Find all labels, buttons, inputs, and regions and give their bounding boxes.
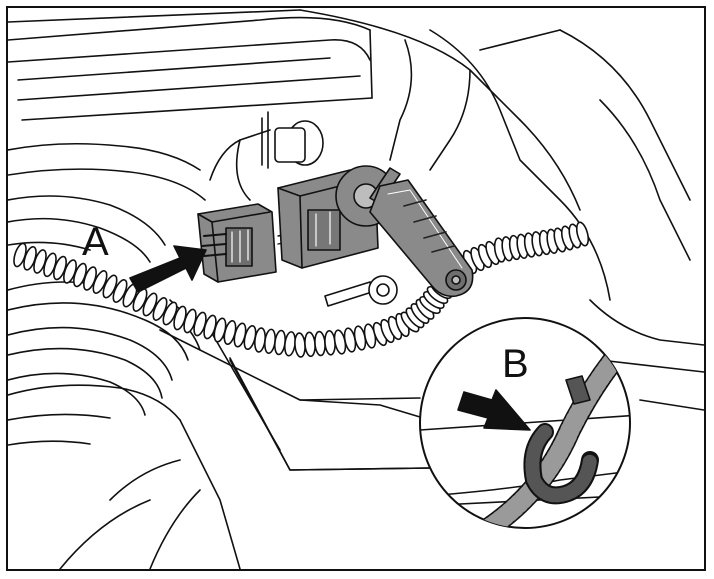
- harness-ring: [152, 297, 168, 321]
- harness-ring: [294, 332, 306, 358]
- harness-ring: [92, 270, 108, 294]
- harness-ring: [304, 331, 316, 358]
- ride-height-sensor: [277, 165, 474, 298]
- diagram-frame: [6, 6, 706, 571]
- callout-label-b: B: [502, 342, 529, 386]
- chassis-background: [8, 9, 704, 569]
- harness-ring: [112, 279, 128, 303]
- harness-ring: [142, 292, 158, 317]
- callout-label-a: A: [82, 220, 109, 264]
- harness-ring: [575, 221, 590, 247]
- mounting-bolt: [261, 111, 324, 169]
- detail-view-b: [419, 317, 631, 529]
- electrical-connector: [197, 203, 277, 283]
- harness-ring: [102, 274, 118, 299]
- coil-spring: [8, 195, 201, 416]
- harness-ring: [162, 301, 178, 326]
- harness-ring: [314, 330, 326, 357]
- stud-bolt: [324, 275, 398, 307]
- arrow-a: [129, 245, 207, 293]
